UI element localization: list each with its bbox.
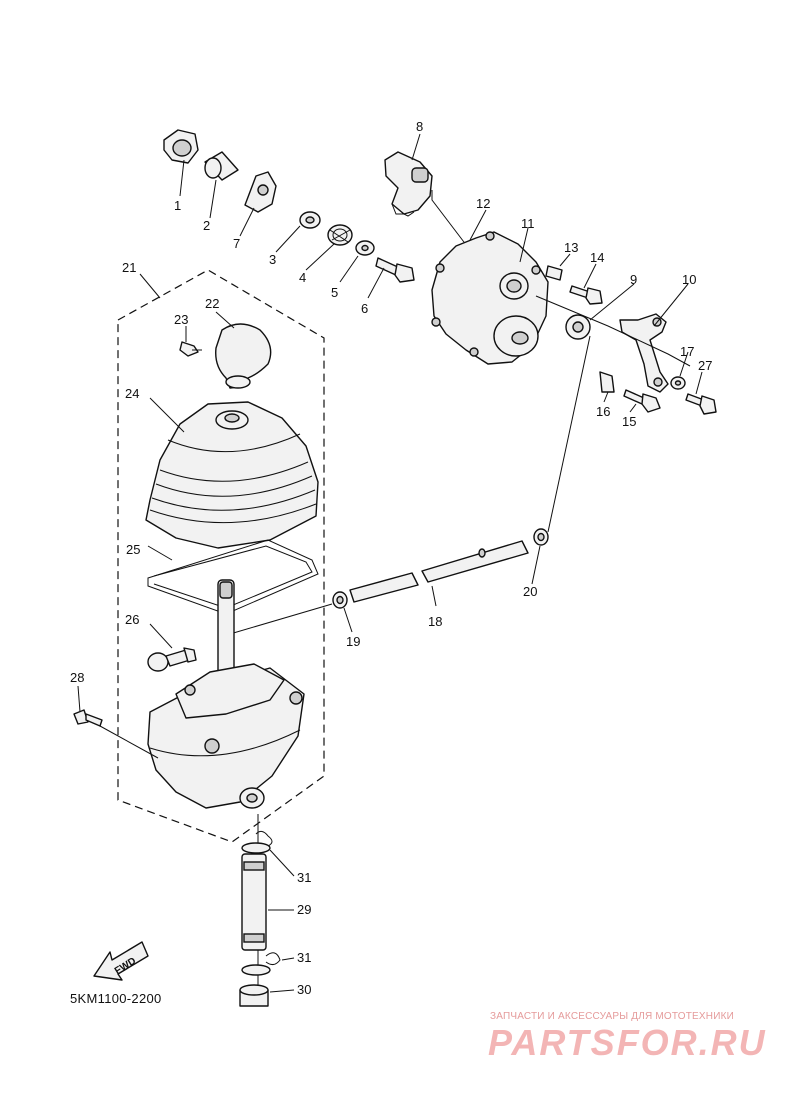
part-19-nut [332, 591, 348, 609]
callout-12: 12 [476, 196, 490, 211]
part-5-washer [355, 240, 375, 256]
callout-4: 4 [299, 270, 306, 285]
rod-to-shifter-line [229, 603, 333, 635]
part-22-knob [215, 323, 272, 389]
callout-6: 6 [361, 301, 368, 316]
part-20-nut [533, 528, 549, 546]
watermark-brand[interactable]: PARTSFOR.RU [488, 1022, 767, 1063]
watermark-caption: ЗАПЧАСТИ И АКСЕССУАРЫ ДЛЯ МОТОТЕХНИКИ [490, 1011, 735, 1022]
part-28-bolt [73, 709, 103, 727]
callout-23: 23 [174, 312, 188, 327]
part-13-dowel [545, 265, 563, 281]
callout-20: 20 [523, 584, 537, 599]
callout-10: 10 [682, 272, 696, 287]
callout-labels: 1 2 7 3 4 5 6 8 12 11 13 14 9 10 17 27 1… [70, 119, 712, 997]
callout-19: 19 [346, 634, 360, 649]
shaft-alignment-line [535, 295, 691, 367]
rod-to-lever-line [547, 335, 591, 533]
part-14-bolt [569, 285, 603, 305]
callout-31-lower: 31 [297, 950, 311, 965]
part-4-spring [327, 224, 353, 246]
callout-26: 26 [125, 612, 139, 627]
callout-25: 25 [126, 542, 140, 557]
part-25-gasket [147, 539, 319, 615]
part-27-bolt [685, 393, 717, 415]
part-3-washer [299, 211, 321, 229]
callout-21: 21 [122, 260, 136, 275]
leader-lines [77, 133, 703, 993]
part-12-cover [431, 231, 549, 365]
callout-14: 14 [590, 250, 604, 265]
callout-27: 27 [698, 358, 712, 373]
part-24-boot [145, 401, 319, 549]
callout-15: 15 [622, 414, 636, 429]
fwd-arrow-icon: FWD [93, 941, 149, 981]
part-30-bush [239, 984, 269, 1007]
callout-24: 24 [125, 386, 139, 401]
diagram-code: 5KM1100-2200 [70, 991, 162, 1006]
callout-2: 2 [203, 218, 210, 233]
part-9-oil-seal [565, 314, 591, 340]
part-8-shift-segment [384, 151, 433, 217]
part-8-guide-line [431, 190, 471, 251]
callout-16: 16 [596, 404, 610, 419]
callout-31-upper: 31 [297, 870, 311, 885]
part-2-collar [204, 151, 239, 181]
shifter-housing [147, 579, 305, 809]
part-11-seal [499, 265, 541, 300]
callout-22: 22 [205, 296, 219, 311]
callout-7: 7 [233, 236, 240, 251]
part-23-screw [179, 341, 202, 357]
callout-18: 18 [428, 614, 442, 629]
callout-1: 1 [174, 198, 181, 213]
part-18-shift-rod [349, 540, 529, 603]
part-16-collar [599, 371, 615, 393]
part-15-bolt [623, 389, 661, 413]
callout-13: 13 [564, 240, 578, 255]
part-6-bolt [375, 257, 415, 283]
part-26-ball-joint [147, 647, 197, 672]
bolt-28-guide-line [99, 725, 159, 759]
part-1-cam [163, 129, 199, 164]
callout-29: 29 [297, 902, 311, 917]
assembly-21-outline [117, 269, 325, 843]
callout-17: 17 [680, 344, 694, 359]
callout-30: 30 [297, 982, 311, 997]
part-10-lever [619, 313, 669, 393]
callout-11: 11 [521, 216, 535, 231]
part-31-clip-upper [241, 830, 273, 854]
callout-5: 5 [331, 285, 338, 300]
part-31-clip-lower [241, 952, 281, 976]
callout-28: 28 [70, 670, 84, 685]
part-29-rod [241, 853, 267, 951]
callout-3: 3 [269, 252, 276, 267]
part-17-washer [670, 376, 686, 390]
callout-9: 9 [630, 272, 637, 287]
callout-8: 8 [416, 119, 423, 134]
part-7-segment-gear [244, 171, 277, 213]
